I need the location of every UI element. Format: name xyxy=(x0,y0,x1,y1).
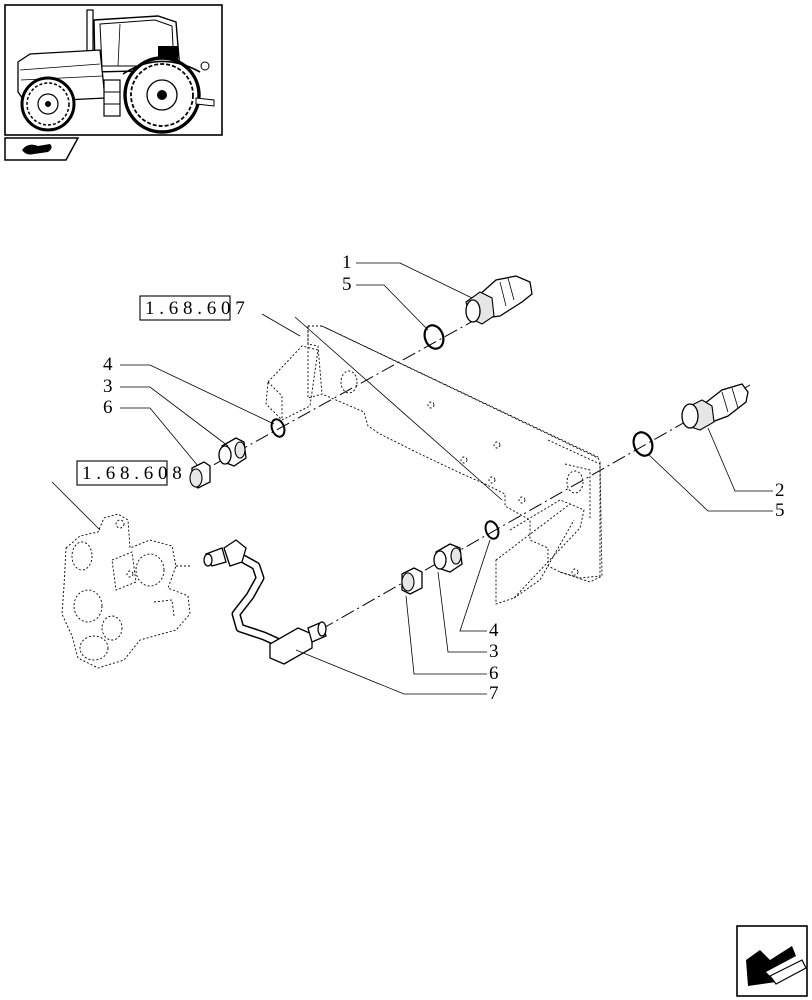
callout-1: 1 xyxy=(342,252,352,273)
section-hand-icon[interactable] xyxy=(4,137,80,161)
callout-6-left: 6 xyxy=(103,397,113,418)
callout-2-right: 2 xyxy=(775,480,785,501)
part-2-quick-coupling xyxy=(681,383,749,431)
part-5-o-ring-right xyxy=(632,431,654,457)
callout-3-bottom: 3 xyxy=(489,641,499,662)
part-6-plug-lower xyxy=(401,567,423,595)
reference-box-1-68-6-08[interactable]: 1 . 6 8 . 6 0 8 xyxy=(76,460,182,486)
part-7-pipe xyxy=(203,539,327,665)
leader-lines xyxy=(51,262,773,695)
part-3-adapter-left xyxy=(218,437,247,467)
part-3-adapter-lower xyxy=(433,543,463,573)
callout-6-bottom: 6 xyxy=(489,663,499,684)
callout-4-bottom: 4 xyxy=(489,620,499,641)
valve-assembly xyxy=(61,513,191,669)
callout-5-right: 5 xyxy=(775,500,785,521)
part-4-seal-left xyxy=(270,418,286,438)
callout-7-bottom: 7 xyxy=(489,683,499,704)
callout-5-top: 5 xyxy=(342,274,352,295)
tractor-thumbnail-icon[interactable] xyxy=(4,4,223,136)
axis-line-lower xyxy=(319,384,751,631)
reference-box-1-68-6-07[interactable]: 1 . 6 8 . 6 0 7 xyxy=(139,295,245,321)
reference-label-1-68-6-07: 1 . 6 8 . 6 0 7 xyxy=(145,298,245,319)
callout-4-left: 4 xyxy=(103,354,113,375)
part-6-plug-left xyxy=(189,461,211,489)
part-5-o-ring-upper xyxy=(423,324,445,350)
part-1-quick-coupling xyxy=(465,275,533,325)
callout-3-left: 3 xyxy=(103,376,113,397)
mounting-bracket xyxy=(265,325,603,605)
reference-label-1-68-6-08: 1 . 6 8 . 6 0 8 xyxy=(82,463,182,484)
part-4-seal-lower xyxy=(484,520,500,540)
next-page-arrow-icon[interactable] xyxy=(736,925,808,997)
